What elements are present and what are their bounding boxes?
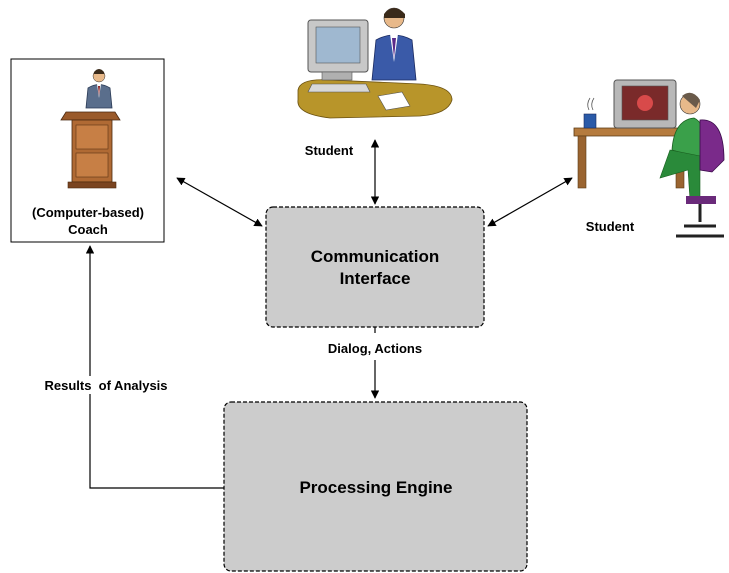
student-at-computer-icon — [297, 7, 453, 119]
communication-interface-label-line2: Interface — [340, 269, 411, 288]
results-label-background — [24, 376, 188, 394]
coach-label-line1: (Computer-based) — [32, 205, 144, 220]
presenter-podium-icon — [60, 69, 121, 189]
student-top-label: Student — [305, 143, 354, 158]
processing-engine-node: Processing Engine — [223, 401, 528, 572]
student-at-desk-icon — [573, 79, 725, 238]
coach-node: (Computer-based) Coach — [10, 58, 165, 243]
coach-label-line2: Coach — [68, 222, 108, 237]
results-of-analysis-label: Results of Analysis — [44, 378, 167, 393]
communication-interface-label-line1: Communication — [311, 247, 439, 266]
student-top-node: Student — [297, 7, 453, 158]
student-right-node: Student — [573, 79, 725, 238]
processing-engine-label: Processing Engine — [299, 478, 452, 497]
engine-to-coach-arrow — [85, 245, 224, 489]
communication-interface-box — [265, 206, 485, 328]
student-right-to-interface-arrow — [487, 177, 573, 227]
dialog-actions-label: Dialog, Actions — [328, 341, 422, 356]
processing-engine-box — [223, 401, 528, 572]
communication-interface-node: Communication Interface — [265, 206, 485, 328]
student-right-label: Student — [586, 219, 635, 234]
coach-to-interface-arrow — [176, 177, 263, 227]
